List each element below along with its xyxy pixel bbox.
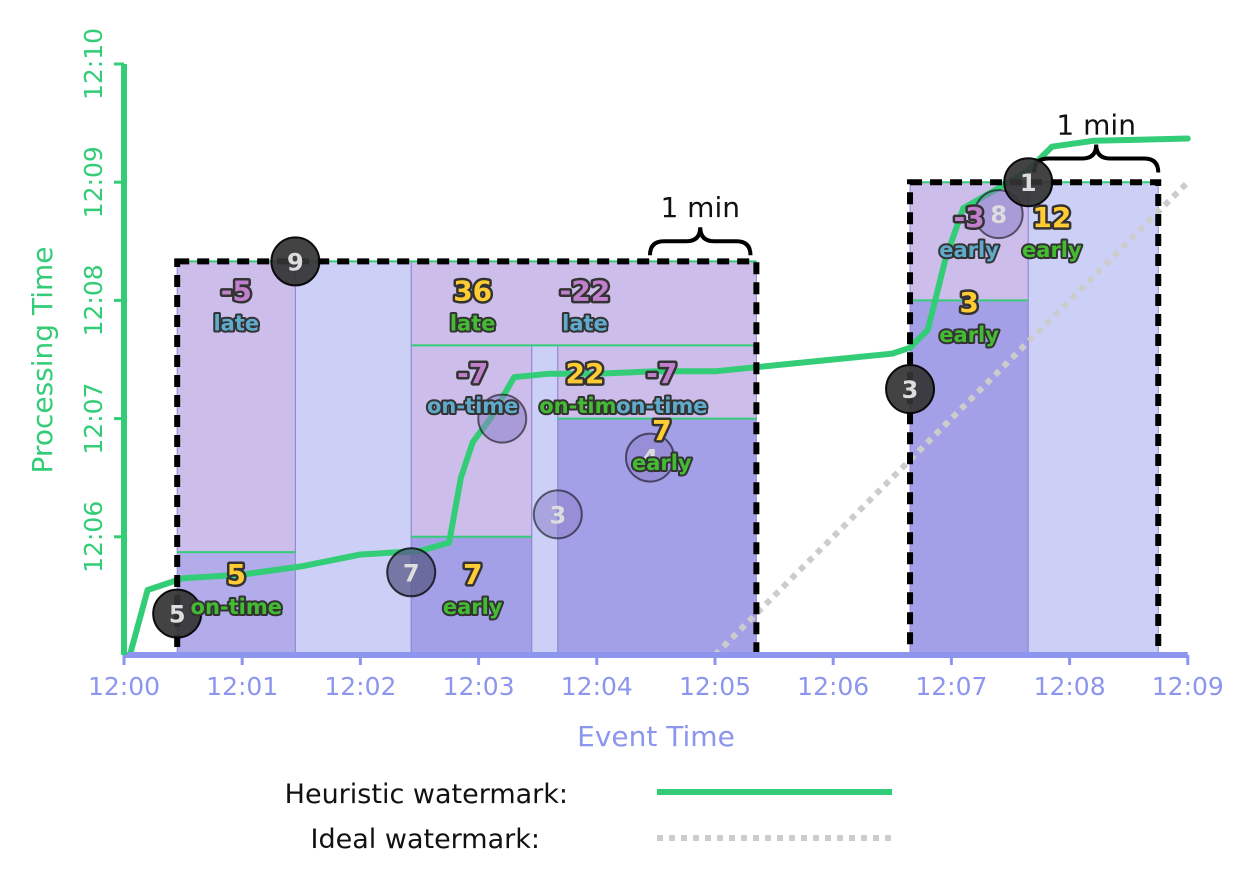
data-point-6: 3 [885,364,936,415]
data-point-circle-5 [624,432,675,483]
pane-output-value-7: -7 [646,357,677,390]
data-points: 5 9 7 3 4 3 81 [152,157,1054,639]
data-point-label-2: 7 [403,559,420,587]
data-point-circle-6 [885,364,936,415]
data-point-7: 8 [973,189,1024,240]
pane-output-tag-11: early [1022,238,1082,262]
data-point-label-5: 4 [642,445,659,473]
pane-output-value-1: -5 [221,274,252,307]
data-point-3 [477,393,528,444]
y-tick-label-4: 12:10 [79,28,108,100]
span-brace-1 [1032,144,1161,173]
data-point-4: 3 [532,489,583,540]
pane-output-tag-4: on-time [427,394,518,418]
data-point-circle-8 [1003,157,1054,208]
pane-output-value-8: 7 [652,414,671,447]
pane-output-tag-1: late [213,311,259,335]
data-point-8: 1 [1003,157,1054,208]
pane-output-tag-0: on-time [191,595,282,619]
x-tick-label-3: 12:03 [443,672,515,701]
x-tick-label-8: 12:08 [1034,672,1106,701]
x-tick-label-5: 12:05 [679,672,751,701]
pane-output-tag-8: early [632,451,692,475]
pane-fill-7 [557,344,757,420]
y-tick-label-1: 12:07 [79,383,108,455]
x-tick-label-4: 12:04 [561,672,633,701]
pane-fill-1 [294,260,412,656]
data-point-circle-3 [477,393,528,444]
pane-output-tag-7: on-time [616,394,707,418]
pane-output-tag-10: early [939,238,999,262]
pane-output-value-4: -7 [457,357,488,390]
data-point-label-6: 3 [902,376,919,404]
pane-output-tag-2: early [443,595,503,619]
pane-output-value-11: 12 [1032,201,1071,234]
pane-fills [176,181,1159,656]
ideal-watermark-line [712,180,1190,658]
span-label-0: 1 min [660,191,740,224]
legend-label-heuristic: Heuristic watermark: [285,779,568,810]
data-point-circle-7 [973,189,1024,240]
pane-output-value-0: 5 [227,558,246,591]
data-point-circle-1 [270,236,321,287]
pane-output-labels: 5 on-time -5 late 7 early 36 late -7 on-time -22 la… [189,199,1084,621]
pane-output-value-10: -3 [954,201,985,234]
pane-output-value-9: 3 [959,286,978,319]
pane-output-value-5: -22 [560,274,611,307]
pane-fill-11 [1027,181,1159,656]
x-tick-label-0: 12:00 [88,672,160,701]
pane-output-value-3: 36 [453,274,492,307]
pane-output-value-2: 7 [463,558,482,591]
pane-output-tag-5: late [562,311,608,335]
span-label-1: 1 min [1056,108,1136,141]
data-point-circle-2 [386,547,437,598]
data-point-0: 5 [152,588,203,639]
pane-fill-9 [909,299,1029,656]
pane-output-value-6: 22 [565,357,604,390]
data-point-label-7: 8 [990,201,1007,229]
x-tick-label-2: 12:02 [324,672,396,701]
x-axis-title: Event Time [577,720,735,753]
pane-output-tag-3: late [450,311,496,335]
y-axis-title: Processing Time [26,247,59,474]
x-tick-label-1: 12:01 [206,672,278,701]
data-point-label-0: 5 [169,601,186,629]
pane-output-tag-6: on-time [539,394,630,418]
data-point-5: 4 [624,432,675,483]
x-tick-label-6: 12:06 [797,672,869,701]
data-point-1: 9 [270,236,321,287]
y-tick-label-2: 12:08 [79,264,108,336]
x-tick-label-9: 12:09 [1152,672,1224,701]
data-point-2: 7 [386,547,437,598]
legend: Heuristic watermark: Ideal watermark: [285,779,892,855]
data-point-label-8: 1 [1020,169,1037,197]
pane-fill-3 [410,536,533,656]
data-point-circle-4 [532,489,583,540]
y-tick-label-3: 12:09 [79,146,108,218]
span-brace-0 [647,227,753,256]
legend-label-ideal: Ideal watermark: [311,824,540,855]
data-point-circle-0 [152,588,203,639]
data-point-label-1: 9 [287,248,304,276]
axes: 12:00 12:01 12:02 12:03 12:04 12:05 12:06 12:07… [79,28,1224,701]
data-point-label-4: 3 [549,501,566,529]
y-tick-label-0: 12:06 [79,501,108,573]
x-tick-label-7: 12:07 [915,672,987,701]
ideal-watermark-layer [712,180,1190,658]
pane-output-tag-9: early [939,323,999,347]
